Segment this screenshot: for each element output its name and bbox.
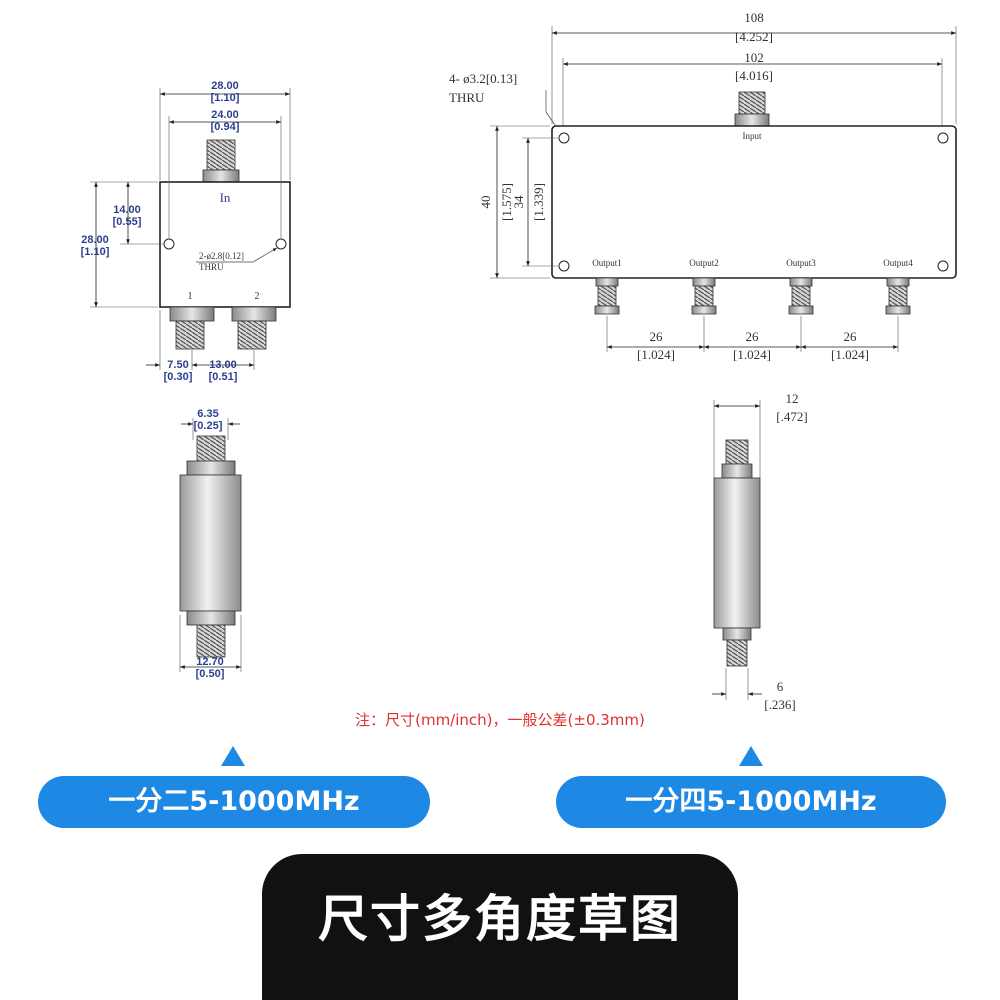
- two-way-input-connector: [202, 139, 240, 183]
- arrow-up-icon-right: [739, 746, 763, 766]
- four-way-side-bottom-mm: 6: [777, 679, 784, 694]
- two-way-output-connectors: [169, 306, 277, 350]
- two-way-side-bottom-inch: [0.50]: [196, 668, 225, 680]
- two-way-port-in: In: [220, 190, 231, 205]
- four-way-spacing-1-mm: 26: [650, 329, 664, 344]
- four-way-hole-spacing-mm: 102: [744, 50, 764, 65]
- two-way-side-view: 6.35 [0.25] 12.70 [0.50]: [179, 408, 242, 680]
- four-way-spacing-2-mm: 26: [746, 329, 760, 344]
- two-way-height-mm: 28.00: [81, 234, 109, 246]
- four-way-spacing-2-inch: [1.024]: [733, 347, 771, 362]
- four-way-hole-thru: THRU: [449, 90, 485, 105]
- two-way-hole-thru: THRU: [199, 262, 224, 272]
- four-way-hole-tl: [558, 132, 570, 144]
- mount-hole-right: [275, 238, 287, 250]
- four-way-hole-height-inch: [1.339]: [531, 183, 546, 221]
- title-banner: 尺寸多角度草图: [262, 854, 738, 1000]
- four-way-side-bottom-inch: [.236]: [764, 697, 795, 712]
- two-way-hole-spacing-inch: [0.94]: [211, 121, 240, 133]
- four-way-side-view: 12 [.472] 6 [.236]: [712, 391, 808, 712]
- two-way-body: [159, 181, 291, 308]
- four-way-side-top-inch: [.472]: [776, 409, 807, 424]
- two-way-port-spacing-inch: [0.51]: [209, 371, 238, 383]
- two-way-side-bottom-mm: 12.70: [196, 656, 224, 668]
- four-way-side-body: [713, 477, 761, 629]
- four-way-input-connector: [734, 91, 770, 127]
- four-way-output-3: Output3: [786, 258, 816, 268]
- four-way-output-connectors: [594, 277, 911, 315]
- mount-hole-left: [163, 238, 175, 250]
- four-way-spacing-3-mm: 26: [844, 329, 858, 344]
- two-way-port-2: 2: [255, 291, 260, 302]
- four-way-spacing-3-inch: [1.024]: [831, 347, 869, 362]
- two-way-hole-height-mm: 14.00: [113, 204, 141, 216]
- tolerance-note: 注：尺寸(mm/inch)，一般公差(±0.3mm): [355, 711, 645, 729]
- four-way-width-mm: 108: [744, 10, 764, 25]
- two-way-height-inch: [1.10]: [81, 246, 110, 258]
- two-way-port-spacing-mm: 13.00: [209, 359, 237, 371]
- two-way-width-mm: 28.00: [211, 80, 239, 92]
- two-way-port-1: 1: [188, 291, 193, 302]
- four-way-height-mm: 40: [478, 196, 493, 209]
- four-way-width-inch: [4.252]: [735, 29, 773, 44]
- four-way-hole-note: 4- ø3.2[0.13]: [449, 71, 517, 86]
- four-way-output-4: Output4: [883, 258, 913, 268]
- label-two-way: 一分二5-1000MHz: [38, 776, 430, 828]
- four-way-output-2: Output2: [689, 258, 719, 268]
- two-way-top-view: In 2-ø2.8[0.12] THRU 1 2 28.00 [1.10] 24…: [81, 80, 291, 383]
- four-way-top-view: 108 [4.252] 102 [4.016] 4- ø3.2[0.13] TH…: [449, 10, 957, 362]
- two-way-side-top-mm: 6.35: [197, 408, 218, 420]
- four-way-side-top-mm: 12: [786, 391, 799, 406]
- two-way-hole-spacing-mm: 24.00: [211, 109, 239, 121]
- arrow-up-icon-left: [221, 746, 245, 766]
- four-way-hole-bl: [558, 260, 570, 272]
- two-way-width-inch: [1.10]: [211, 92, 240, 104]
- four-way-hole-height-mm: 34: [511, 195, 526, 209]
- four-way-height-inch: [1.575]: [499, 183, 514, 221]
- two-way-hole-note: 2-ø2.8[0.12]: [199, 251, 244, 261]
- two-way-offset-inch: [0.30]: [164, 371, 193, 383]
- four-way-hole-spacing-inch: [4.016]: [735, 68, 773, 83]
- four-way-spacing-1-inch: [1.024]: [637, 347, 675, 362]
- four-way-hole-tr: [937, 132, 949, 144]
- four-way-body: [551, 125, 957, 279]
- four-way-output-1: Output1: [592, 258, 622, 268]
- two-way-side-body: [179, 474, 242, 612]
- two-way-side-top-inch: [0.25]: [194, 420, 223, 432]
- two-way-offset-mm: 7.50: [167, 359, 188, 371]
- two-way-hole-height-inch: [0.55]: [113, 216, 142, 228]
- four-way-hole-br: [937, 260, 949, 272]
- four-way-input-label: Input: [743, 131, 762, 141]
- label-four-way: 一分四5-1000MHz: [556, 776, 946, 828]
